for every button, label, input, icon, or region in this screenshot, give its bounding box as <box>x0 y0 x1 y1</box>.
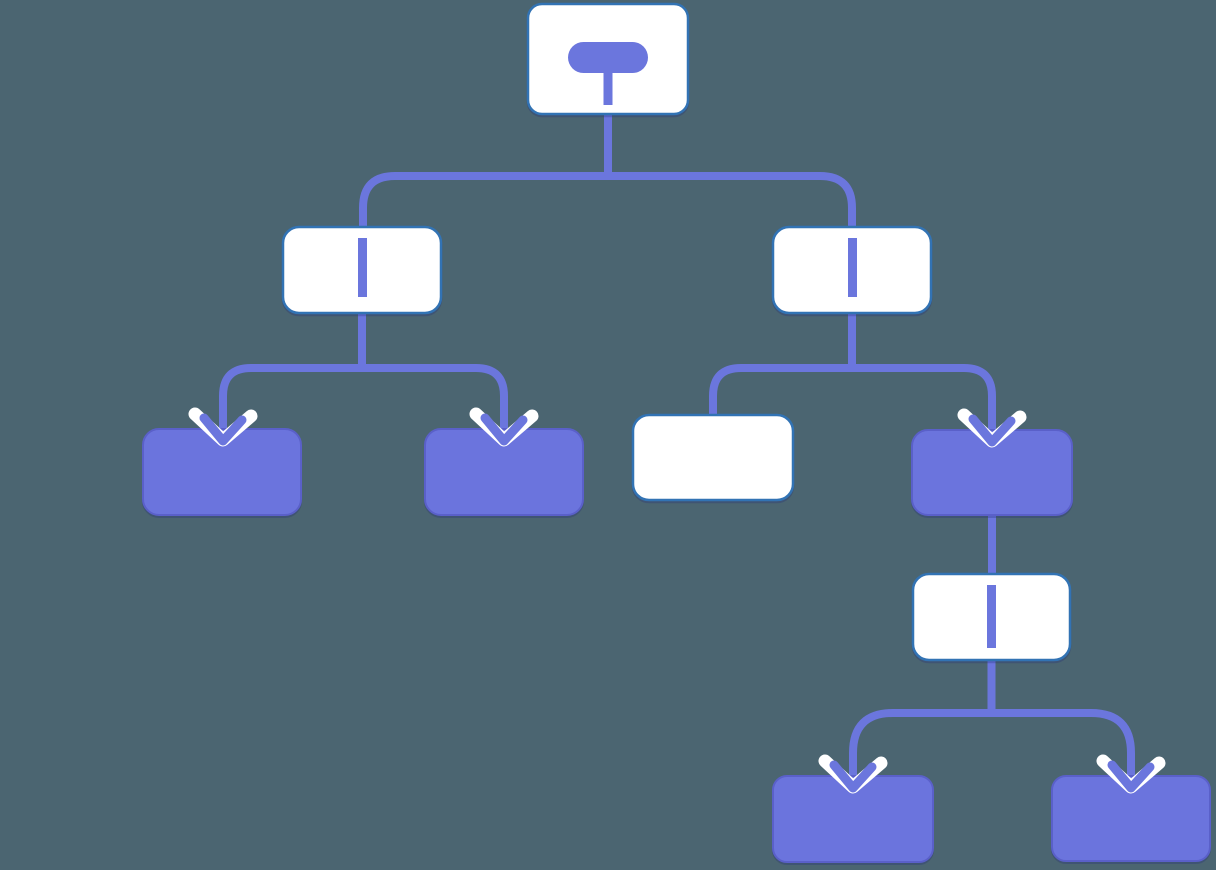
node-leaf-4[interactable] <box>1051 775 1211 862</box>
node-branch-right[interactable] <box>771 225 933 315</box>
chevron-arrow-icon <box>818 754 888 794</box>
node-child-white[interactable] <box>631 413 795 502</box>
node-leaf-3[interactable] <box>772 775 934 863</box>
topic-pill-icon <box>568 42 648 105</box>
chevron-arrow <box>968 414 1016 447</box>
connector-layer <box>219 114 1135 778</box>
chevron-arrow <box>829 760 877 793</box>
node-leaf-1[interactable] <box>142 428 302 516</box>
edge-branch-right-children <box>709 364 996 432</box>
node-purple-mid-shape[interactable] <box>911 429 1073 516</box>
node-leaf-1-shape[interactable] <box>142 428 302 516</box>
chevron-arrow <box>1107 760 1155 793</box>
edge-branch-left-children <box>219 364 508 431</box>
node-layer <box>142 2 1211 863</box>
node-branch-bottom[interactable] <box>911 572 1072 662</box>
chevron-arrow-icon <box>957 408 1027 448</box>
node-branch-left[interactable] <box>281 225 443 315</box>
node-child-white-shape[interactable] <box>631 413 795 502</box>
chevron-arrow <box>480 413 528 446</box>
chevron-arrow-icon <box>1096 754 1166 794</box>
chevron-arrow-icon <box>188 407 258 447</box>
node-leaf-2-shape[interactable] <box>424 428 584 516</box>
node-leaf-2[interactable] <box>424 428 584 516</box>
chevron-arrow <box>199 413 247 446</box>
pill-shape <box>568 42 648 73</box>
node-leaf-4-shape[interactable] <box>1051 775 1211 862</box>
node-purple-mid[interactable] <box>911 429 1073 516</box>
edge-branch-bottom-children <box>849 709 1135 778</box>
edge-root-branches <box>359 172 856 228</box>
chevron-arrow-icon <box>469 407 539 447</box>
node-leaf-3-shape[interactable] <box>772 775 934 863</box>
pill-stem <box>603 60 613 105</box>
node-root[interactable] <box>526 2 690 116</box>
marker-layer <box>188 407 1166 794</box>
